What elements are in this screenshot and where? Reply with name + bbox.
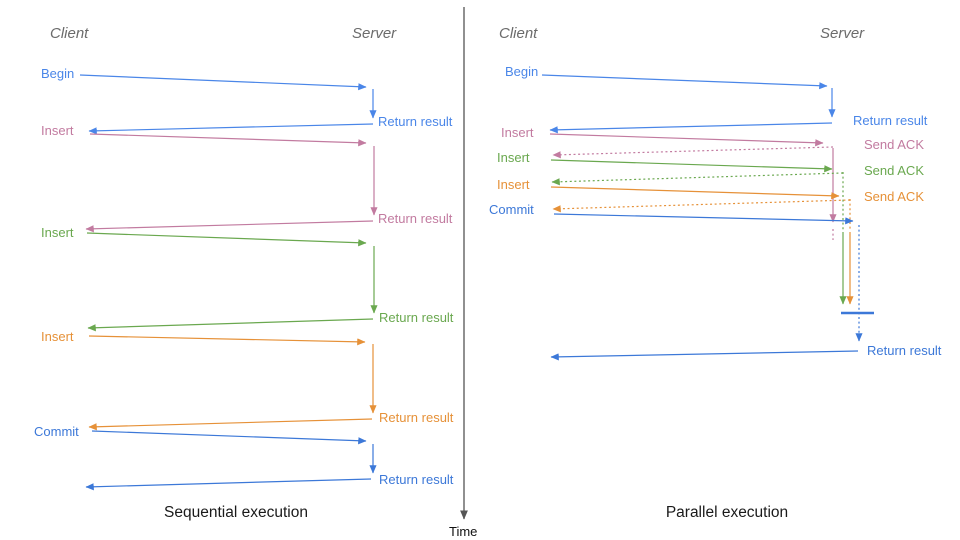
par-sendack2-label: Send ACK xyxy=(864,163,924,178)
time-axis-label: Time xyxy=(449,524,478,539)
par-server-header: Server xyxy=(820,25,865,42)
par-sendack1-label: Send ACK xyxy=(864,137,924,152)
par-commit-arrows xyxy=(550,213,874,361)
seq-begin-label: Begin xyxy=(41,66,75,81)
par-insert3-label: Insert xyxy=(497,177,530,192)
seq-return-label: Return result xyxy=(379,410,454,425)
par-return-label: Return result xyxy=(853,113,928,128)
seq-insert3-arrows xyxy=(88,335,377,431)
seq-commit-arrows xyxy=(85,430,377,491)
seq-return-label: Return result xyxy=(379,310,454,325)
par-sendack3-label: Send ACK xyxy=(864,189,924,204)
par-insert3-arrows xyxy=(550,186,854,305)
par-insert1-arrows xyxy=(549,133,837,240)
par-begin-arrows xyxy=(541,74,836,134)
seq-commit-label: Commit xyxy=(34,424,79,439)
seq-insert3-label: Insert xyxy=(41,329,74,344)
par-insert1-label: Insert xyxy=(501,125,534,140)
par-insert2-label: Insert xyxy=(497,150,530,165)
seq-begin-arrows xyxy=(79,74,377,135)
seq-insert1-label: Insert xyxy=(41,123,74,138)
sequential-arrows xyxy=(79,74,378,491)
par-commit-label: Commit xyxy=(489,202,534,217)
seq-insert1-arrows xyxy=(85,133,378,233)
parallel-title: Parallel execution xyxy=(665,504,789,521)
seq-insert2-label: Insert xyxy=(41,225,74,240)
par-begin-label: Begin xyxy=(505,64,539,79)
seq-return-label: Return result xyxy=(378,211,453,226)
seq-return-label: Return result xyxy=(379,472,454,487)
seq-client-header: Client xyxy=(50,25,89,42)
seq-server-header: Server xyxy=(352,25,397,42)
seq-return-label: Return result xyxy=(378,114,453,129)
parallel-arrows xyxy=(541,74,874,361)
par-client-header: Client xyxy=(499,25,538,42)
par-insert2-arrows xyxy=(550,159,847,305)
sequential-title: Sequential execution xyxy=(164,504,308,521)
seq-insert2-arrows xyxy=(86,232,378,332)
par-return-label: Return result xyxy=(867,343,942,358)
